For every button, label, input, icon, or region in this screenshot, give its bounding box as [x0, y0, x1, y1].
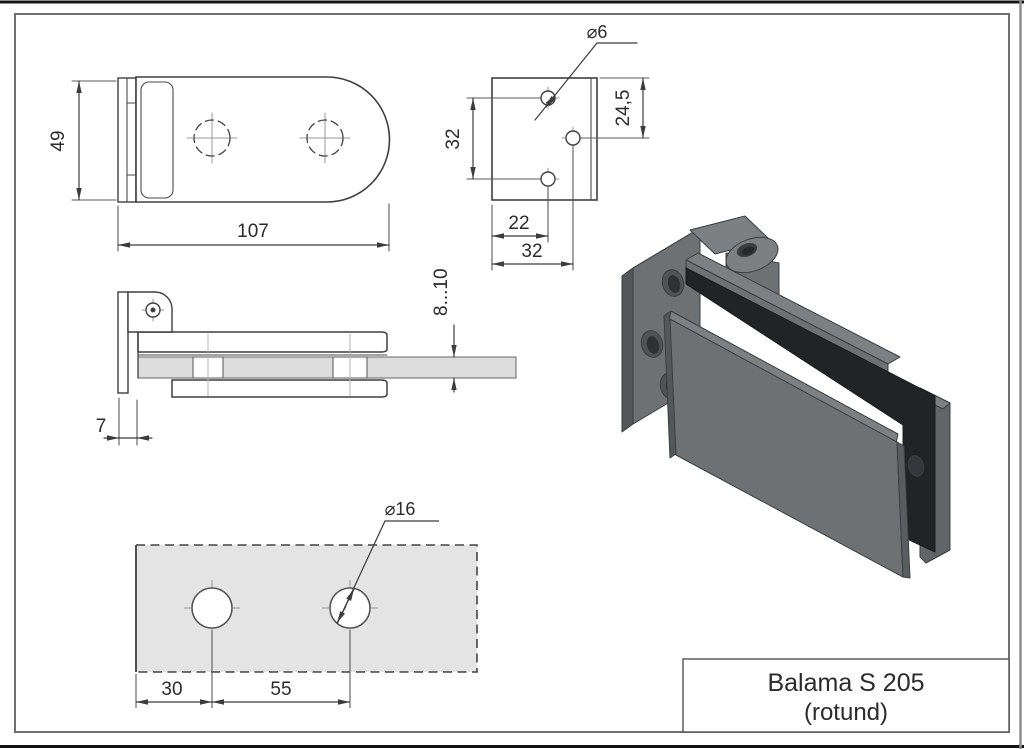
- side-view-bottom-plate: [171, 379, 388, 398]
- dim-label-107: 107: [237, 221, 269, 242]
- render-clamp-screw: [907, 455, 925, 477]
- glass-template-dashed-edges: [136, 544, 478, 673]
- leader-hole-dia-6: ⌀6: [534, 22, 638, 121]
- dim-glass-thickness: 8...10: [431, 268, 457, 393]
- dim-wall-plate-thickness: 7: [96, 397, 153, 446]
- mount-plate-view: ⌀6 32 24,5 22 32: [443, 22, 650, 271]
- front-view-body-outline: [135, 76, 391, 203]
- glass-cutout-view: ⌀16 30 55: [135, 499, 478, 708]
- dim-label-dia16: ⌀16: [385, 499, 416, 519]
- drawing-frame: [14, 13, 1010, 733]
- dim-label-49: 49: [48, 130, 69, 151]
- title-block: Balama S 205 (rotund): [682, 658, 1010, 733]
- render-3d: [621, 215, 951, 579]
- dim-front-height: 49: [48, 80, 117, 201]
- side-view: 7 8...10: [96, 268, 517, 446]
- dim-label-22: 22: [508, 213, 529, 234]
- front-view-pad: [140, 81, 174, 199]
- render-wall-plate-side: [621, 267, 634, 433]
- leader-hole-dia-16: ⌀16: [336, 499, 439, 625]
- dim-front-width: 107: [117, 203, 390, 252]
- mount-plate-hole-offset: [561, 126, 585, 150]
- front-view: 49 107: [48, 76, 391, 252]
- glass-hole-1: [184, 580, 240, 636]
- dim-plate-hole-pitch: 32: [443, 97, 541, 180]
- dim-label-32v: 32: [443, 128, 464, 149]
- dim-plate-bottom: 22 32: [491, 145, 574, 271]
- dim-label-8-10: 8...10: [431, 268, 452, 316]
- title-block-box: [682, 658, 1010, 733]
- dim-label-24-5: 24,5: [613, 90, 634, 127]
- dim-plate-top-offset: 24,5: [580, 77, 650, 139]
- render-front-plate-right: [896, 441, 911, 579]
- dim-label-32b: 32: [521, 241, 542, 262]
- render-knuckle-cap: [725, 236, 779, 274]
- front-view-hole-2: [299, 112, 351, 164]
- dim-label-7: 7: [96, 416, 107, 437]
- product-name: Balama S 205: [767, 669, 924, 697]
- product-variant: (rotund): [804, 699, 888, 726]
- dim-label-55: 55: [270, 679, 291, 700]
- dim-label-30: 30: [161, 679, 182, 700]
- dim-glass-holes: 30 55: [135, 630, 351, 708]
- dim-label-dia6: ⌀6: [587, 22, 608, 42]
- side-view-wall-plate: [117, 291, 129, 394]
- side-view-top-plate: [137, 331, 388, 353]
- front-view-hole-1: [186, 112, 238, 164]
- side-view-pivot: [141, 298, 165, 322]
